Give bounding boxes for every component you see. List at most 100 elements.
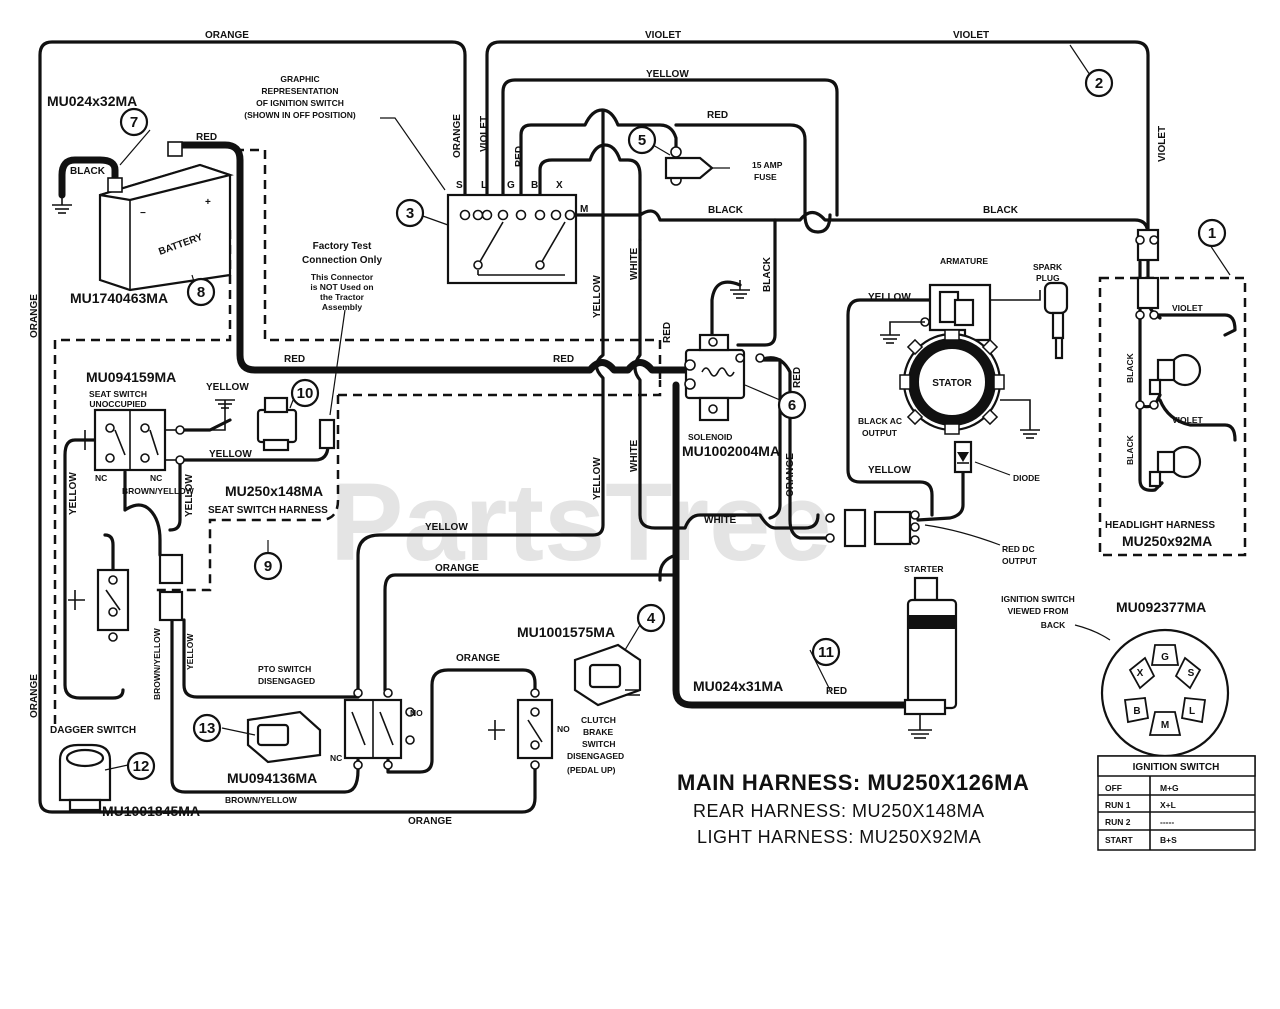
seat-harness-boundary — [155, 395, 340, 592]
svg-text:BRAKE: BRAKE — [583, 727, 614, 737]
svg-text:L: L — [481, 180, 487, 191]
svg-text:BACK: BACK — [1041, 620, 1066, 630]
yellow-wire-seat-down — [168, 458, 182, 532]
callout-7: 7 — [119, 107, 149, 137]
violet-wire-top — [485, 40, 1150, 237]
brown-yellow-seat — [123, 470, 162, 557]
svg-text:-----: ----- — [1160, 817, 1174, 827]
battery-part-number: MU1740463MA — [70, 290, 168, 306]
red-dc-output — [916, 468, 965, 522]
svg-text:15 AMP: 15 AMP — [752, 160, 783, 170]
battery: BATTERY − + — [98, 141, 234, 292]
svg-text:NO: NO — [557, 724, 570, 734]
svg-text:BLACK AC: BLACK AC — [858, 416, 902, 426]
svg-text:RUN 1: RUN 1 — [1105, 800, 1131, 810]
red-wire-solenoid-right — [758, 356, 832, 540]
svg-text:FUSE: FUSE — [754, 172, 777, 182]
svg-text:VIOLET: VIOLET — [1172, 415, 1204, 425]
headlight-harness-boundary — [1098, 276, 1247, 557]
svg-text:SWITCH: SWITCH — [582, 739, 616, 749]
svg-text:RED: RED — [707, 110, 728, 121]
callout-13: 13 — [192, 713, 222, 743]
svg-text:YELLOW: YELLOW — [592, 457, 603, 500]
headlight-bulb-2 — [1148, 445, 1202, 488]
svg-text:IGNITION SWITCH: IGNITION SWITCH — [1133, 762, 1220, 773]
svg-text:BLACK: BLACK — [983, 205, 1019, 216]
clutch-brake-switch — [488, 688, 554, 770]
callout-10: 10 — [290, 378, 320, 408]
svg-text:RED DC: RED DC — [1002, 544, 1035, 554]
svg-text:RED: RED — [662, 322, 673, 343]
red-wire-b-terminal — [538, 143, 642, 242]
svg-text:MU250x148MA: MU250x148MA — [225, 483, 323, 499]
svg-text:VIOLET: VIOLET — [953, 30, 989, 41]
svg-text:NC: NC — [95, 473, 107, 483]
svg-text:13: 13 — [199, 720, 216, 737]
ground-symbol-solenoid — [730, 280, 750, 299]
svg-text:MU094136MA: MU094136MA — [227, 770, 317, 786]
svg-text:ORANGE: ORANGE — [435, 563, 479, 574]
svg-text:ORANGE: ORANGE — [205, 30, 249, 41]
pto-switch — [343, 688, 415, 770]
svg-text:WHITE: WHITE — [704, 515, 737, 526]
svg-text:BLACK: BLACK — [762, 256, 773, 292]
violet-wire-lamp2 — [1158, 398, 1237, 442]
seat-harness-connectors — [158, 553, 184, 622]
svg-text:NC: NC — [150, 473, 162, 483]
svg-text:YELLOW: YELLOW — [184, 474, 195, 517]
callout-8: 8 — [186, 277, 216, 307]
callouts: 1 2 3 4 5 6 7 8 9 10 11 12 13 — [119, 68, 1227, 781]
clutch-switch-picture — [573, 643, 642, 707]
svg-text:ORANGE: ORANGE — [456, 653, 500, 664]
svg-text:ORANGE: ORANGE — [29, 674, 40, 718]
diode — [953, 440, 1011, 476]
svg-text:MU094159MA: MU094159MA — [86, 369, 176, 385]
black-wire-solenoid-ground — [710, 280, 742, 337]
svg-text:NC: NC — [330, 753, 342, 763]
svg-text:YELLOW: YELLOW — [206, 382, 249, 393]
headlight-harness — [1135, 228, 1160, 410]
svg-text:S: S — [1188, 668, 1195, 679]
svg-text:MU024x31MA: MU024x31MA — [693, 678, 783, 694]
svg-text:PLUG: PLUG — [1036, 273, 1060, 283]
ignition-table-text: IGNITION SWITCH OFF M+G RUN 1 X+L RUN 2 … — [1105, 762, 1219, 845]
svg-text:BLACK: BLACK — [70, 166, 106, 177]
ignition-terminals — [459, 209, 576, 221]
ground-symbol-stator — [1000, 399, 1040, 439]
svg-text:12: 12 — [133, 758, 150, 775]
fuse — [664, 146, 730, 186]
svg-text:DAGGER SWITCH: DAGGER SWITCH — [50, 725, 136, 736]
svg-text:CLUTCH: CLUTCH — [581, 715, 616, 725]
svg-text:SPARK: SPARK — [1033, 262, 1063, 272]
svg-text:YELLOW: YELLOW — [209, 449, 252, 460]
svg-text:S: S — [456, 180, 463, 191]
svg-text:OUTPUT: OUTPUT — [1002, 556, 1038, 566]
callout-2: 2 — [1084, 68, 1114, 98]
svg-text:(PEDAL UP): (PEDAL UP) — [567, 765, 616, 775]
svg-text:START: START — [1105, 835, 1134, 845]
factory-test-connector — [318, 309, 346, 450]
svg-text:WHITE: WHITE — [629, 439, 640, 472]
svg-text:7: 7 — [130, 114, 138, 131]
svg-text:YELLOW: YELLOW — [185, 633, 195, 670]
svg-text:ARMATURE: ARMATURE — [940, 256, 988, 266]
light-harness-title: LIGHT HARNESS: MU250X92MA — [697, 827, 981, 847]
ignition-switch-back — [1074, 624, 1230, 758]
svg-text:3: 3 — [406, 205, 414, 222]
component-labels: MU024x32MA MU1740463MA GRAPHIC REPRESENT… — [47, 74, 1215, 819]
svg-text:DISENGAGED: DISENGAGED — [567, 751, 624, 761]
callout-6: 6 — [777, 390, 807, 420]
rear-harness-left-boundary — [53, 230, 232, 730]
headlight-bulb-1 — [1148, 353, 1202, 396]
yellow-wire-stator — [846, 298, 934, 517]
svg-text:MU1002004MA: MU1002004MA — [682, 443, 780, 459]
svg-text:ORANGE: ORANGE — [785, 453, 796, 497]
svg-text:VIOLET: VIOLET — [645, 30, 681, 41]
svg-text:WHITE: WHITE — [629, 247, 640, 280]
main-harness-title: MAIN HARNESS: MU250X126MA — [677, 770, 1029, 795]
leader-lines — [104, 44, 1231, 771]
svg-text:BLACK: BLACK — [1125, 352, 1135, 383]
svg-text:8: 8 — [197, 284, 205, 301]
svg-text:B+S: B+S — [1160, 835, 1177, 845]
svg-text:DIODE: DIODE — [1013, 473, 1040, 483]
